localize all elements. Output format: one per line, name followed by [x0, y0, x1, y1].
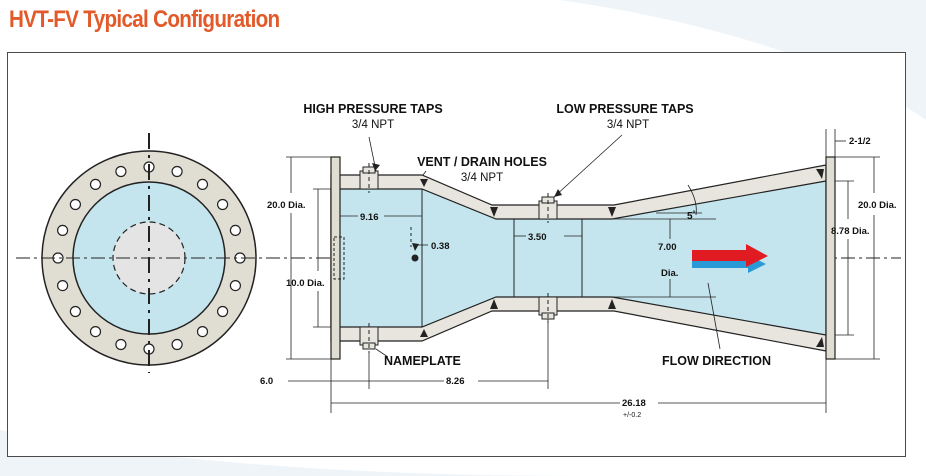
high-pressure-npt-label: 3/4 NPT [352, 119, 394, 131]
flow-arrow [692, 244, 768, 273]
dim-tolerance: +/-0.2 [623, 412, 641, 419]
dim-tap-spacing: 8.26 [446, 376, 465, 387]
low-pressure-npt-label: 3/4 NPT [607, 119, 649, 131]
flow-direction-label: FLOW DIRECTION [662, 354, 771, 368]
dim-outlet-bore-dia: 8.78 Dia. [831, 226, 870, 237]
dim-offset: 0.38 [431, 241, 450, 252]
dim-inlet-length: 9.16 [360, 212, 379, 223]
dim-throat-length: 3.50 [528, 232, 547, 243]
dim-overall-length: 26.18 [622, 398, 646, 409]
vent-drain-label: VENT / DRAIN HOLES [417, 155, 547, 169]
dim-inlet-bore-dia: 10.0 Dia. [286, 278, 325, 289]
dim-inlet-flange-dia: 20.0 Dia. [267, 200, 306, 211]
dimension-lines [286, 129, 880, 413]
venturi-drawing: HIGH PRESSURE TAPS 3/4 NPT LOW PRESSURE … [16, 102, 901, 419]
dim-throat-dia: 7.00 [658, 242, 677, 253]
dim-flange-thickness: 2-1/2 [849, 136, 871, 147]
flange-end-view [41, 133, 257, 373]
dim-throat-dia-unit: Dia. [661, 268, 678, 279]
dim-upstream: 6.0 [260, 376, 273, 387]
high-pressure-taps-label: HIGH PRESSURE TAPS [303, 102, 442, 116]
dim-angle: 5˚ [687, 210, 696, 222]
venturi-section [330, 156, 836, 360]
diagram-frame: HIGH PRESSURE TAPS 3/4 NPT LOW PRESSURE … [7, 52, 906, 457]
vent-npt-label: 3/4 NPT [461, 172, 503, 184]
page-title: HVT-FV Typical Configuration [9, 6, 280, 33]
low-pressure-taps-label: LOW PRESSURE TAPS [556, 102, 693, 116]
dim-outlet-flange-dia: 20.0 Dia. [858, 200, 897, 211]
nameplate-label: NAMEPLATE [384, 354, 461, 368]
